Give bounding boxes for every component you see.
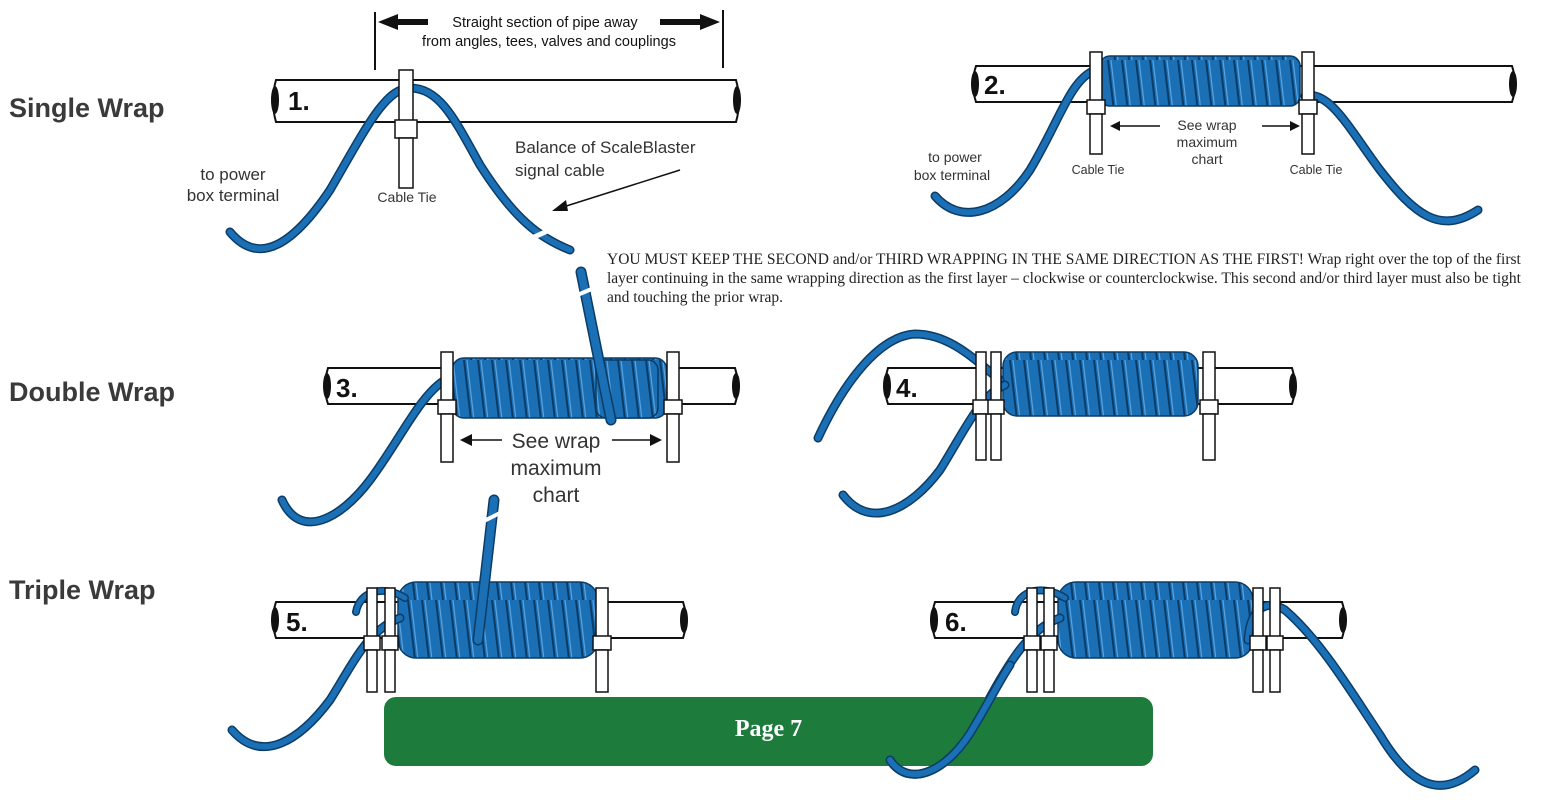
pointer-arrowhead (552, 200, 568, 211)
cable-tie (663, 351, 683, 463)
see-wrap-label: maximum (510, 457, 601, 480)
pointer-line (559, 169, 681, 209)
step-label: 1. (288, 86, 310, 116)
cable-tie (394, 69, 418, 189)
break-mark (574, 286, 595, 298)
arrow-right-icon (1290, 121, 1300, 131)
pipe-end (732, 373, 740, 399)
wrap-direction-notice: YOU MUST KEEP THE SECOND and/or THIRD WR… (607, 251, 1521, 306)
page-number: Page 7 (734, 716, 803, 742)
cable-coil (397, 581, 599, 659)
cable-tie (1199, 351, 1219, 461)
pipe-end (883, 373, 891, 399)
to-power-label: to power (928, 149, 982, 165)
signal-cable (1300, 90, 1483, 226)
step-label: 6. (945, 607, 967, 637)
diagram-4-double-wrap: 4. (813, 329, 1297, 518)
signal-cable (1302, 92, 1481, 224)
see-wrap-label: See wrap (1177, 117, 1236, 133)
section-title-double: Double Wrap (9, 377, 176, 407)
pipe-end (930, 607, 938, 633)
cable-coil (1057, 581, 1254, 659)
see-wrap-label: maximum (1177, 134, 1238, 150)
step-label: 2. (984, 70, 1006, 100)
section-title-single: Single Wrap (9, 93, 165, 123)
diagram-1-single-wrap: Straight section of pipe away from angle… (187, 10, 741, 255)
diagram-3-double-wrap: 3. See wrap maximum chart (277, 266, 740, 527)
pipe-end (1509, 71, 1517, 97)
cable-tie (1298, 51, 1318, 155)
step-label: 3. (336, 373, 358, 403)
section-title-triple: Triple Wrap (9, 575, 156, 605)
signal-cable (474, 496, 498, 644)
balance-label: Balance of ScaleBlaster (515, 138, 696, 157)
cable-tie-label: Cable Tie (1072, 163, 1125, 177)
page-badge: Page 7 (384, 697, 1153, 766)
to-power-label: box terminal (914, 167, 990, 183)
arrow-left-icon (378, 14, 428, 30)
diagram-2-single-wrap: 2. to power box terminal Cable Tie Cable… (914, 51, 1517, 226)
pipe-end (680, 607, 688, 633)
signal-cable (932, 67, 1098, 216)
balance-label: signal cable (515, 161, 605, 180)
see-wrap-label: chart (1191, 151, 1222, 167)
pipe (272, 79, 740, 123)
diagram-6-triple-wrap: 6. (885, 581, 1480, 790)
straight-section-label: from angles, tees, valves and couplings (422, 34, 676, 50)
pipe-end (323, 373, 331, 399)
arrow-right-icon (650, 434, 662, 446)
signal-cable (815, 330, 1003, 441)
signal-cable (279, 377, 448, 525)
break-mark (530, 225, 556, 241)
signal-cable (1245, 602, 1478, 789)
signal-cable (577, 268, 615, 424)
cable-coil (1002, 351, 1199, 417)
step-label: 4. (896, 373, 918, 403)
arrow-left-icon (1110, 121, 1120, 131)
cable-tie (1023, 587, 1058, 693)
pipe-end (971, 71, 979, 97)
to-power-label: box terminal (187, 186, 280, 205)
straight-section-label: Straight section of pipe away (452, 15, 638, 31)
pipe-end (1339, 607, 1347, 633)
cable-tie (592, 587, 612, 693)
cable-tie (363, 587, 399, 693)
cable-coil (1099, 55, 1301, 107)
cable-tie (1249, 587, 1284, 693)
pipe-end (271, 86, 279, 114)
see-wrap-label: chart (533, 484, 580, 507)
arrow-left-icon (460, 434, 472, 446)
pipe-end (271, 607, 279, 633)
diagram-5-triple-wrap: 5. (227, 494, 688, 752)
cable-tie (972, 351, 1005, 461)
step-label: 5. (286, 607, 308, 637)
to-power-label: to power (200, 165, 266, 184)
cable-tie-label: Cable Tie (377, 189, 436, 205)
cable-tie-label: Cable Tie (1290, 163, 1343, 177)
see-wrap-label: See wrap (512, 430, 601, 453)
cable-tie (1086, 51, 1106, 155)
pipe-end (1289, 373, 1297, 399)
break-mark (481, 510, 503, 524)
arrow-right-icon (660, 14, 720, 30)
pipe-end (733, 86, 741, 114)
cable-tie (437, 351, 457, 463)
